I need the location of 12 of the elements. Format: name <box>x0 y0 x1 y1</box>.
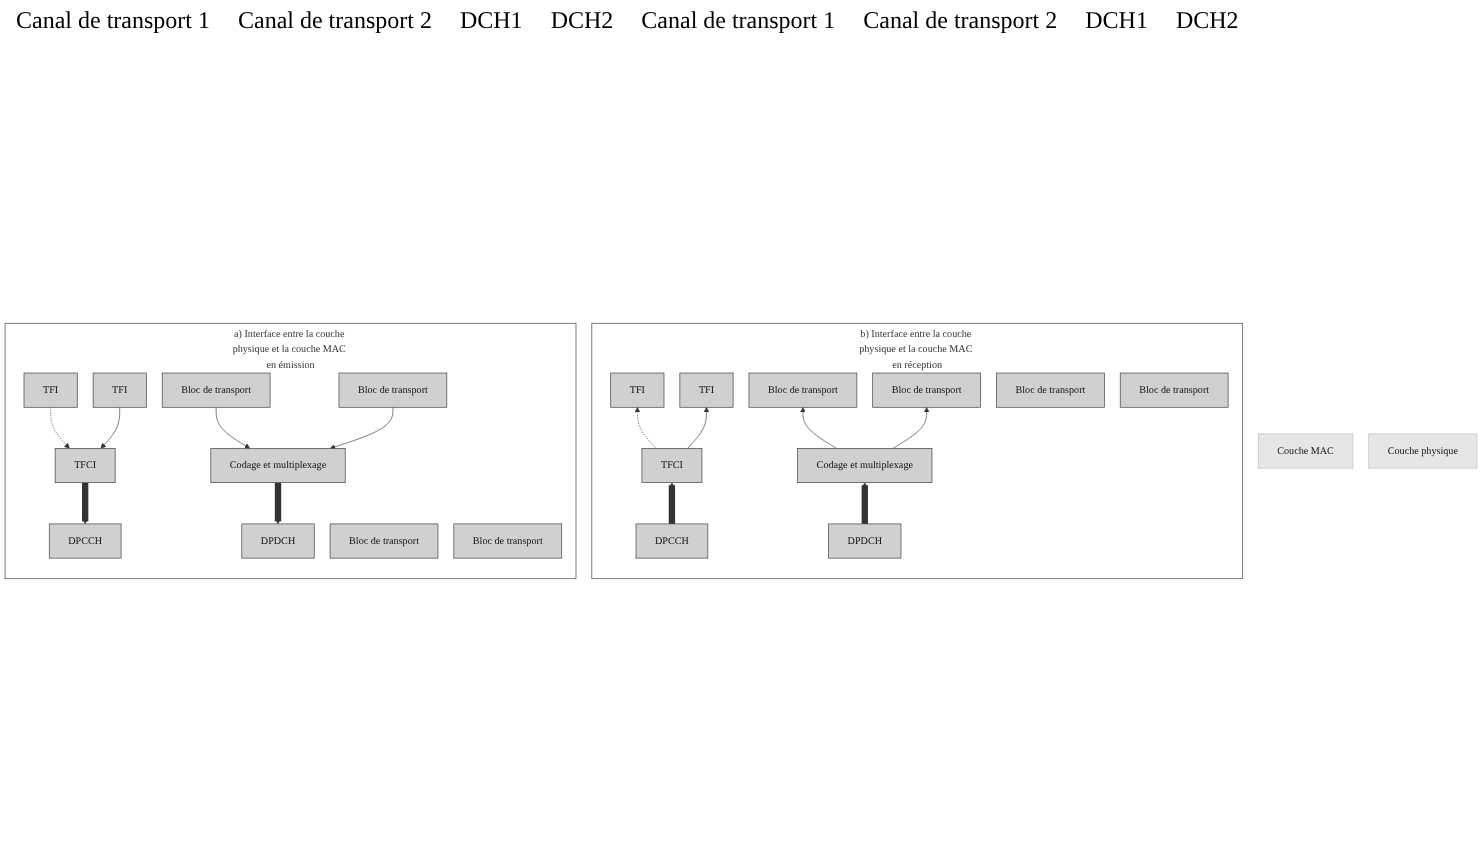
arrow <box>274 482 282 525</box>
text-label: Canal de transport 1 <box>641 6 836 36</box>
text-label: DCH2 <box>550 6 614 36</box>
text-label: DCH1 <box>1085 6 1148 36</box>
text-label: DCH1 <box>459 6 523 36</box>
text-label: Canal de transport 2 <box>237 6 432 36</box>
arrow <box>668 482 676 524</box>
text-label: DCH2 <box>1175 6 1239 36</box>
arrow <box>861 482 868 524</box>
text-label: Canal de transport 1 <box>16 6 210 36</box>
arrow <box>82 482 89 525</box>
text-label: Canal de transport 2 <box>863 6 1058 36</box>
